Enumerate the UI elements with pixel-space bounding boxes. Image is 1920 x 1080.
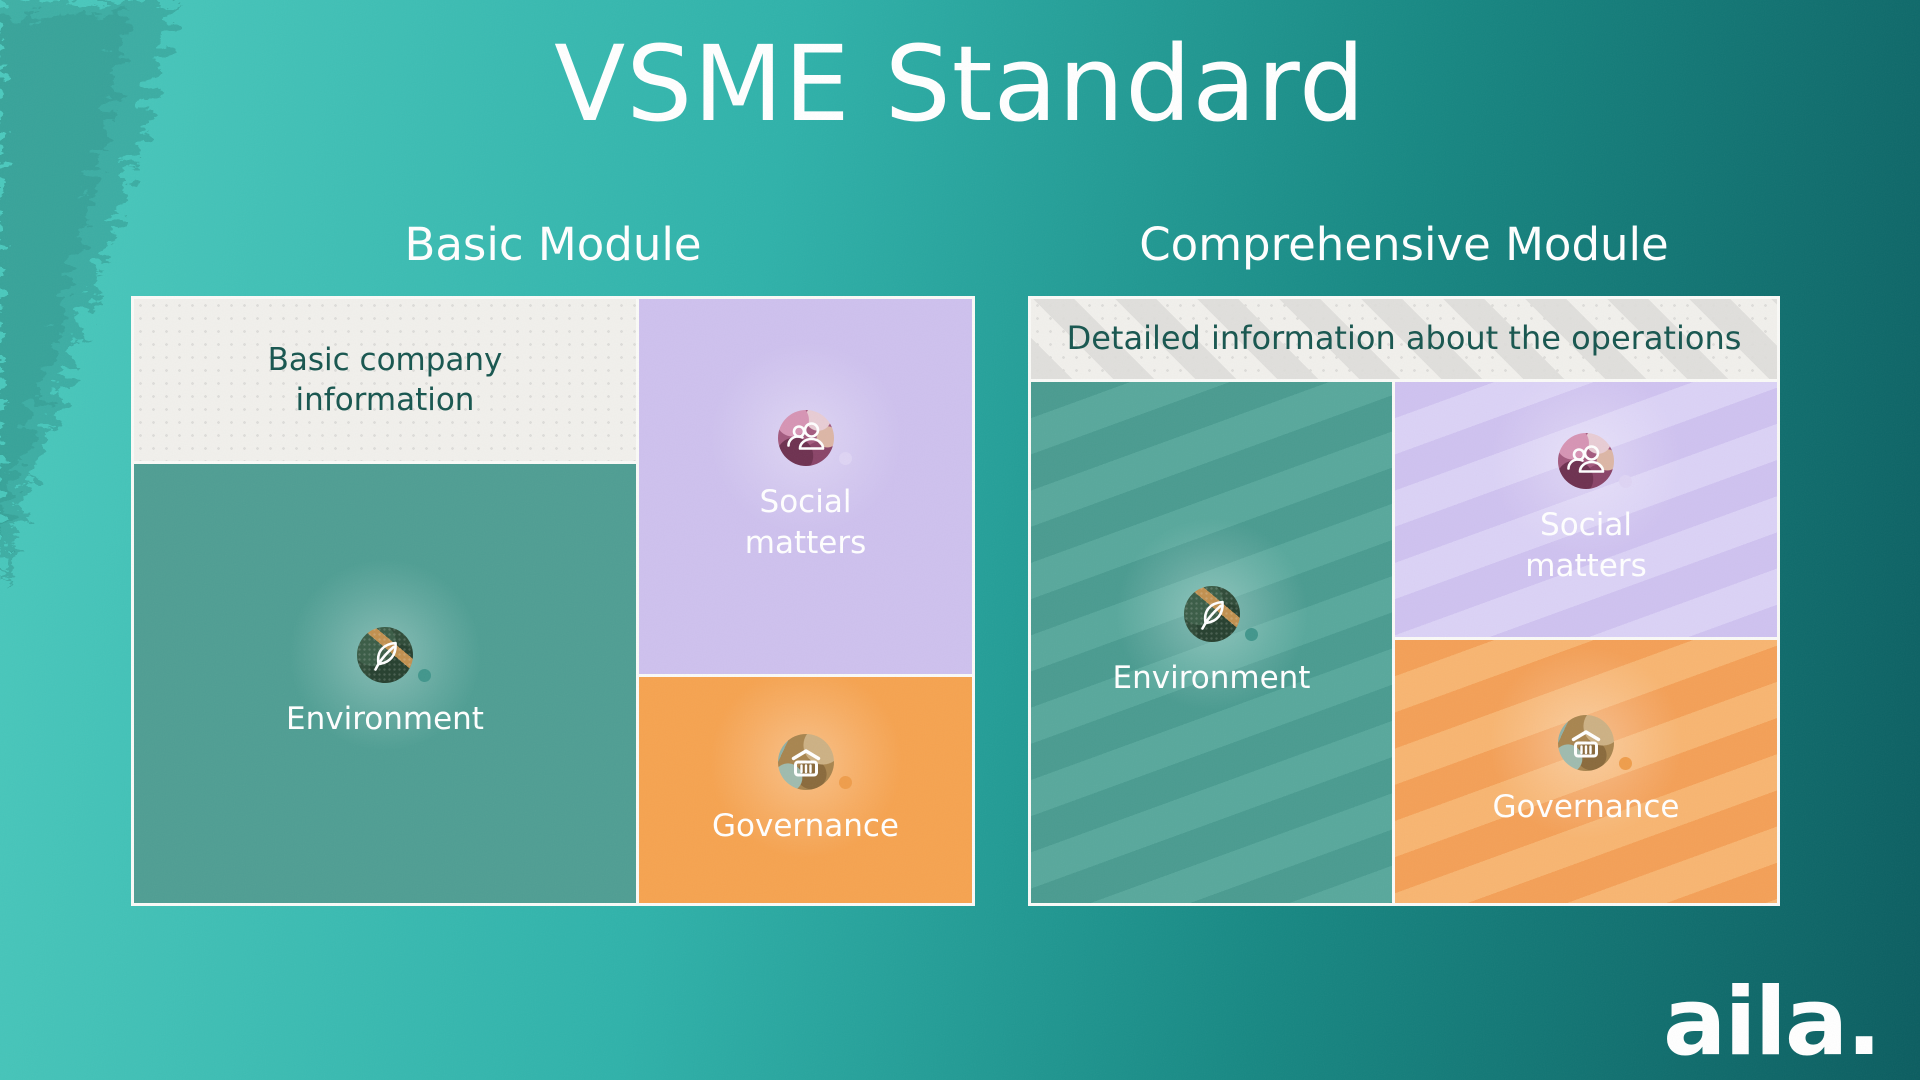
page-title: VSME Standard [554,23,1366,145]
basic-environment-block: Environment [134,464,636,903]
comprehensive-module-heading: Comprehensive Module [1139,218,1669,271]
basic-environment-content: Environment [134,464,636,903]
bank-icon [777,733,834,790]
detailed-information-label: Detailed information about the operation… [1066,319,1742,358]
comprehensive-governance-block: Governance [1395,640,1777,903]
comprehensive-right-column: Social matters [1395,382,1777,903]
governance-accent-dot [838,775,852,789]
comprehensive-social-label: Social matters [1525,506,1647,584]
social-accent-dot [1619,474,1632,488]
detailed-information-block: Detailed information about the operation… [1031,299,1777,379]
basic-module-left-column: Basic company information Environment [134,299,636,903]
basic-social-matters-block: Social matters [639,299,972,674]
governance-icon-wrap [777,733,852,790]
basic-governance-content: Governance [639,677,972,903]
social-icon-wrap [1558,432,1632,489]
comprehensive-environment-label: Environment [1112,660,1311,697]
environment-accent-dot [418,669,431,683]
social-icon-wrap [777,409,852,466]
basic-governance-block: Governance [639,677,972,903]
comprehensive-governance-content: Governance [1395,640,1777,903]
leaf-icon [357,627,413,684]
comprehensive-environment-content: Environment [1031,382,1392,903]
comprehensive-module-body: Environment [1031,382,1777,903]
basic-social-label: Social matters [744,483,867,561]
social-accent-dot [838,451,852,465]
aila-logo: aila. [1662,968,1882,1077]
basic-environment-label: Environment [286,701,484,738]
environment-icon-wrap [357,627,431,684]
basic-governance-label: Governance [711,807,899,844]
basic-module-heading: Basic Module [404,218,702,271]
governance-accent-dot [1619,757,1632,771]
people-icon [777,409,834,466]
environment-accent-dot [1244,628,1258,642]
comprehensive-governance-label: Governance [1492,789,1680,826]
governance-icon-wrap [1558,715,1632,772]
people-icon [1558,432,1614,489]
basic-module-right-column: Social matters [639,299,972,903]
comprehensive-social-content: Social matters [1395,382,1777,637]
basic-social-content: Social matters [639,299,972,674]
basic-module-panel: Basic company information Environment [131,296,975,906]
comprehensive-social-matters-block: Social matters [1395,382,1777,637]
bank-icon [1558,715,1614,772]
leaf-icon [1183,586,1240,643]
comprehensive-left-column: Environment [1031,382,1392,903]
comprehensive-environment-block: Environment [1031,382,1392,903]
environment-icon-wrap [1183,586,1258,643]
basic-company-information-label: Basic company information [267,341,503,418]
basic-company-information-block: Basic company information [134,299,636,461]
comprehensive-module-panel: Detailed information about the operation… [1028,296,1780,906]
